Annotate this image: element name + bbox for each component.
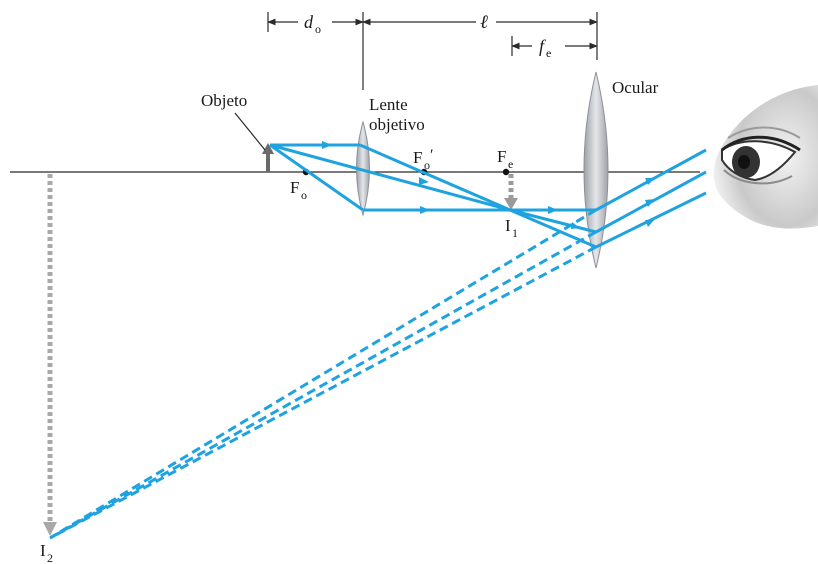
label-fe: F e xyxy=(497,147,513,171)
svg-text:e: e xyxy=(546,46,551,60)
svg-text:F: F xyxy=(290,178,299,197)
svg-text:o: o xyxy=(424,158,430,172)
focal-point-fe xyxy=(502,168,510,176)
svg-text:o: o xyxy=(301,188,307,202)
label-ell: ℓ xyxy=(480,12,488,33)
ray-arrowheads xyxy=(322,141,655,229)
svg-text:F: F xyxy=(497,147,506,166)
label-objetivo: objetivo xyxy=(369,115,425,134)
label-fo: F o xyxy=(290,178,307,202)
svg-text:F: F xyxy=(413,148,422,167)
intermediate-rays xyxy=(509,208,597,249)
eye-icon xyxy=(713,85,818,229)
label-fo-prime: F o ′ xyxy=(413,147,434,172)
svg-text:1: 1 xyxy=(512,226,518,240)
label-objeto: Objeto xyxy=(201,91,247,110)
virtual-rays xyxy=(49,208,597,540)
image-i1-arrow xyxy=(504,174,518,210)
svg-text:o: o xyxy=(315,22,321,36)
svg-text:e: e xyxy=(508,157,513,171)
svg-text:′: ′ xyxy=(430,147,434,164)
svg-text:I: I xyxy=(40,541,46,560)
label-do: d o xyxy=(304,12,321,36)
label-i2: I 2 xyxy=(40,541,53,564)
label-lente: Lente xyxy=(369,95,408,114)
eyepiece-lens xyxy=(583,71,609,269)
svg-text:I: I xyxy=(505,216,511,235)
image-i2-arrow xyxy=(43,174,57,536)
dimension-lines xyxy=(267,12,598,90)
svg-text:d: d xyxy=(304,12,314,32)
label-i1: I 1 xyxy=(505,216,518,240)
object-arrow xyxy=(262,143,274,172)
svg-text:2: 2 xyxy=(47,551,53,564)
svg-text:f: f xyxy=(539,36,547,56)
label-ocular: Ocular xyxy=(612,78,659,97)
label-fe-dim: f e xyxy=(539,36,551,60)
emerging-rays xyxy=(595,148,707,249)
objeto-pointer xyxy=(234,112,266,151)
